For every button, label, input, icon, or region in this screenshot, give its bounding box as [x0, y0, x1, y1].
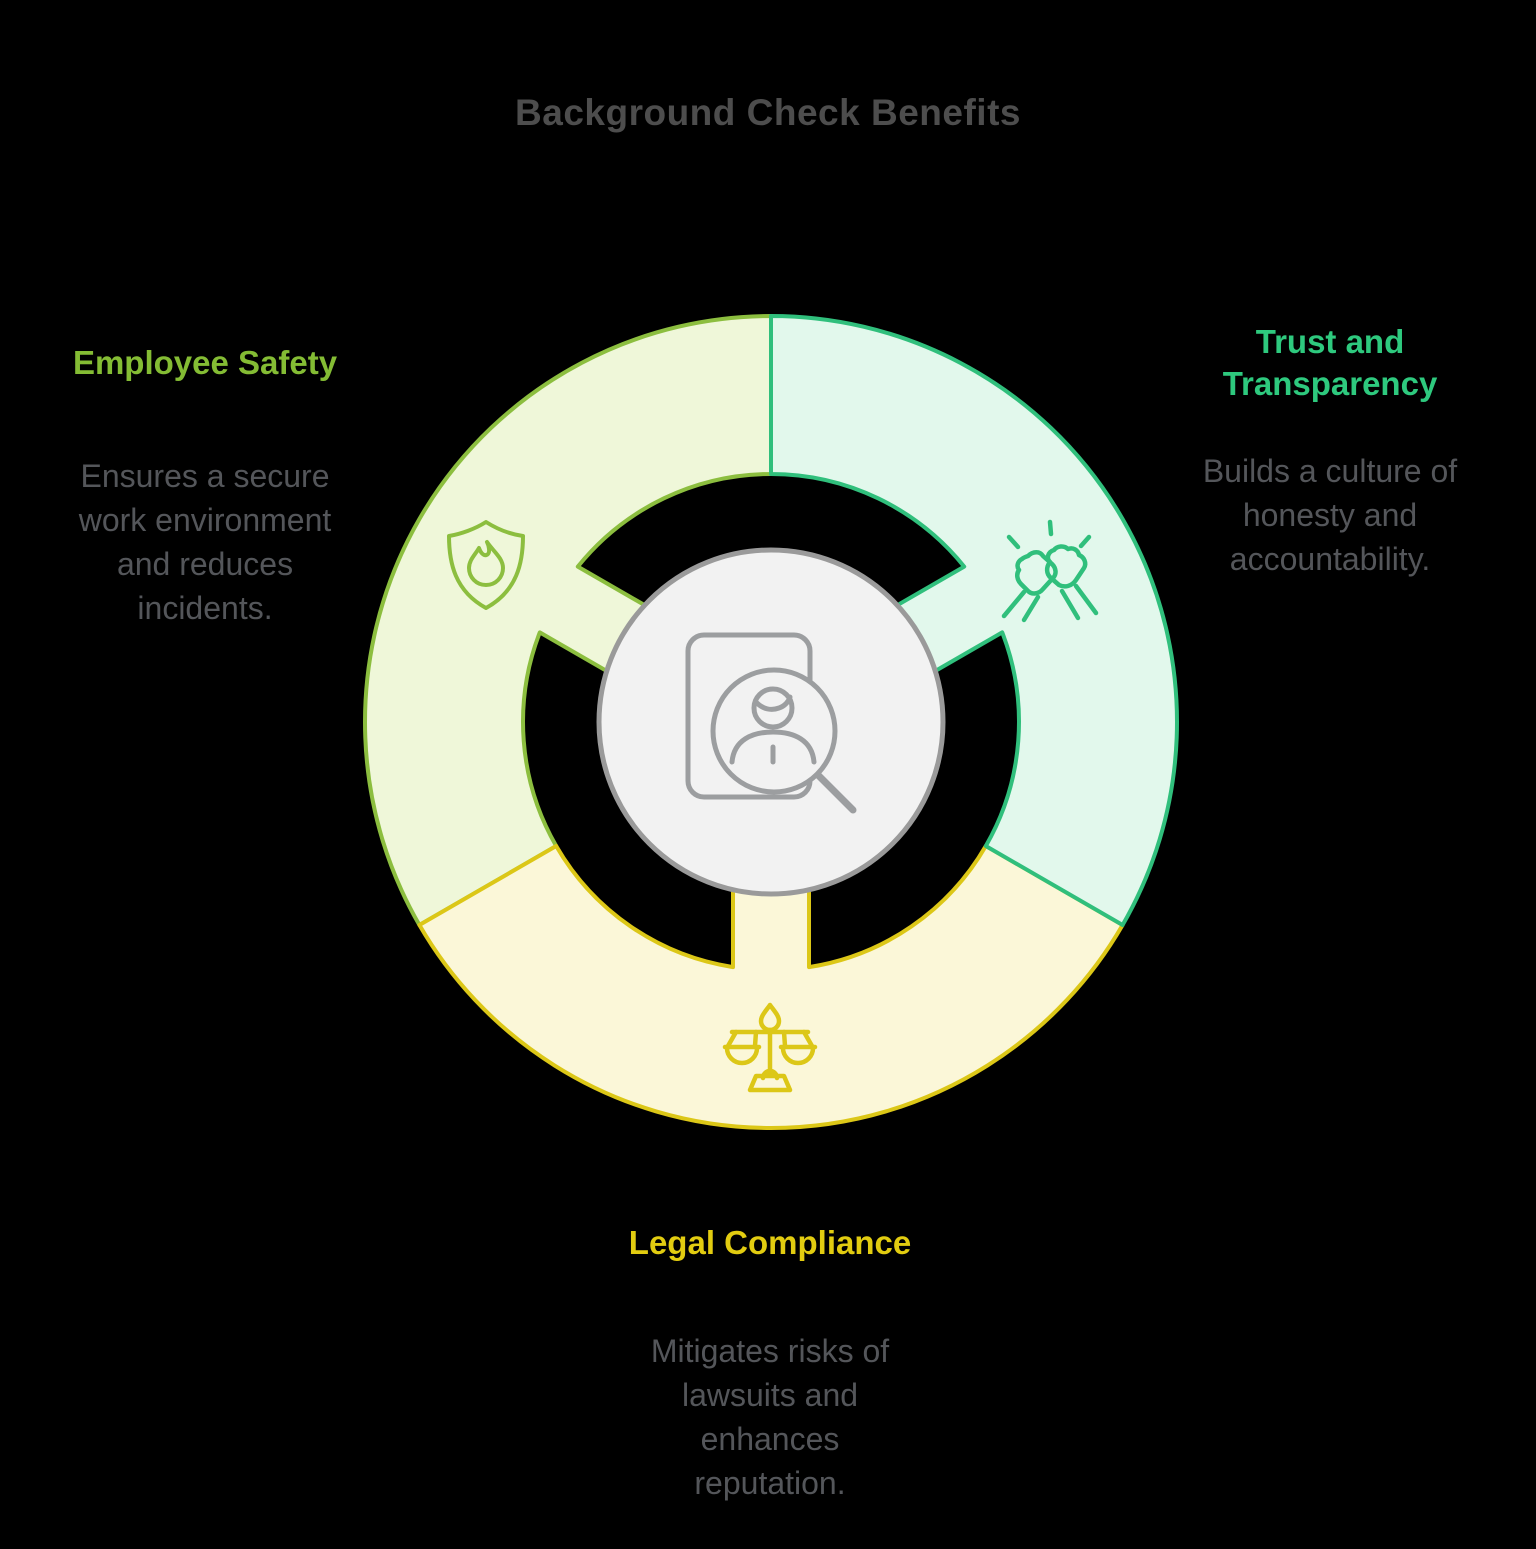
page-title: Background Check Benefits	[515, 92, 1021, 133]
legal-compliance-title: Legal Compliance	[628, 1224, 912, 1261]
infographic-canvas: Background Check Benefits	[25, 92, 1510, 1501]
employee-safety-section: Employee Safety Ensures a secure work en…	[25, 298, 385, 674]
segment-employee-safety	[363, 314, 773, 927]
employee-safety-title: Employee Safety	[72, 344, 338, 381]
fist-bump-icon	[1001, 519, 1099, 623]
segment-trust-transparency	[769, 314, 1179, 927]
person-head-icon	[751, 686, 795, 730]
employee-safety-description: Ensures a secure work environment and re…	[78, 458, 332, 626]
magnifier-handle-icon	[814, 771, 857, 814]
trust-transparency-section: Trust and Transparency Builds a culture …	[1150, 277, 1510, 625]
document-person-magnifier-icon	[685, 632, 857, 814]
scales-icon	[722, 1002, 818, 1093]
benefits-donut-diagram	[363, 314, 1179, 1130]
legal-compliance-section: Legal Compliance Mitigates risks of laws…	[590, 1178, 950, 1549]
trust-transparency-title: Trust and Transparency	[1222, 323, 1438, 402]
segment-legal-compliance	[417, 844, 1125, 1130]
trust-transparency-description: Builds a culture of honesty and accounta…	[1202, 453, 1458, 577]
legal-compliance-description: Mitigates risks of lawsuits and enhances…	[650, 1333, 890, 1501]
shield-flame-icon	[447, 520, 525, 610]
